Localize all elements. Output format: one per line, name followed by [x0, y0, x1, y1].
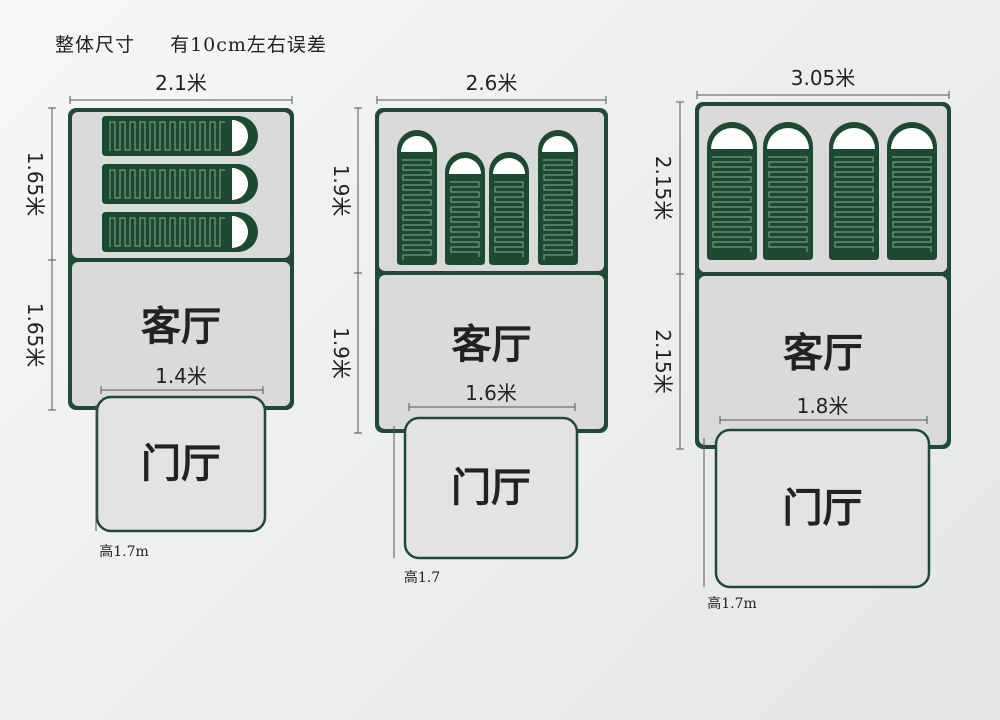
living-room-label: 客厅	[783, 331, 863, 377]
sleeping-bag-hood	[232, 168, 248, 200]
height-label: 高1.7m	[707, 595, 757, 612]
sleeping-bag-quilting	[402, 159, 432, 260]
vestibule-width-label: 1.8米	[797, 394, 849, 418]
width-dimension-label: 3.05米	[791, 66, 856, 90]
sleeping-bag-hood	[542, 136, 574, 152]
living-room-area	[699, 276, 947, 445]
sleeping-bag-body	[397, 130, 437, 265]
sleeping-bag-icon	[829, 122, 879, 260]
sleeping-bag-icon	[397, 130, 437, 265]
sleeping-bag-hood	[833, 128, 875, 149]
sleeping-bag-icon	[887, 122, 937, 260]
living-room-label: 客厅	[141, 304, 221, 350]
living-room-area	[72, 262, 290, 406]
bedroom-depth-label: 1.65米	[23, 152, 47, 217]
sleeping-bag-hood	[891, 128, 933, 149]
sleeping-bag-hood	[767, 128, 809, 149]
sleeping-bag-quilting	[109, 121, 225, 151]
sleeping-bag-hood	[232, 120, 248, 152]
bedroom-depth-label: 2.15米	[651, 156, 675, 221]
height-label: 高1.7m	[99, 543, 149, 560]
sleeping-bag-hood	[493, 158, 525, 174]
sleeping-bag-icon	[102, 116, 258, 156]
vestibule-label: 门厅	[451, 465, 531, 511]
sleeping-bag-quilting	[834, 156, 874, 252]
living-depth-label: 2.15米	[651, 329, 675, 394]
sleeping-bag-hood	[711, 128, 753, 149]
height-label: 高1.7	[404, 569, 440, 586]
vestibule-area	[403, 416, 579, 560]
width-dimension-label: 2.6米	[466, 71, 518, 95]
vestibule-width-label: 1.4米	[155, 364, 207, 388]
page-title: 整体尺寸 有10cm左右误差	[55, 30, 355, 57]
sleeping-bag-icon	[489, 152, 529, 265]
sleeping-bag-icon	[445, 152, 485, 265]
sleeping-bag-quilting	[543, 159, 573, 260]
title-label: 整体尺寸	[55, 34, 136, 56]
vestibule-label: 门厅	[141, 441, 221, 487]
sleeping-bag-quilting	[109, 217, 225, 247]
sleeping-bag-quilting	[892, 156, 932, 252]
living-depth-label: 1.65米	[23, 303, 47, 368]
width-dimension-label: 2.1米	[155, 71, 207, 95]
tolerance-note: 有10cm左右误差	[170, 34, 327, 56]
sleeping-bag-hood	[449, 158, 481, 174]
sleeping-bag-quilting	[712, 156, 752, 252]
vestibule-area	[95, 395, 267, 533]
vestibule-width-label: 1.6米	[465, 381, 517, 405]
sleeping-bag-quilting	[109, 169, 225, 199]
sleeping-bag-icon	[763, 122, 813, 260]
sleeping-bag-icon	[102, 212, 258, 252]
sleeping-bag-quilting	[768, 156, 808, 252]
sleeping-bag-quilting	[494, 181, 524, 257]
sleeping-bag-body	[538, 130, 578, 265]
living-depth-label: 1.9米	[329, 327, 353, 379]
living-room-label: 客厅	[452, 322, 532, 368]
sleeping-bag-icon	[707, 122, 757, 260]
bedroom-depth-label: 1.9米	[329, 165, 353, 217]
sleeping-bag-icon	[102, 164, 258, 204]
vestibule-label: 门厅	[783, 486, 863, 532]
sleeping-bag-hood	[401, 136, 433, 152]
sleeping-bag-hood	[232, 216, 248, 248]
vestibule-area	[714, 428, 931, 589]
sleeping-bag-quilting	[450, 181, 480, 257]
living-room-area	[379, 275, 604, 429]
sleeping-bag-icon	[538, 130, 578, 265]
